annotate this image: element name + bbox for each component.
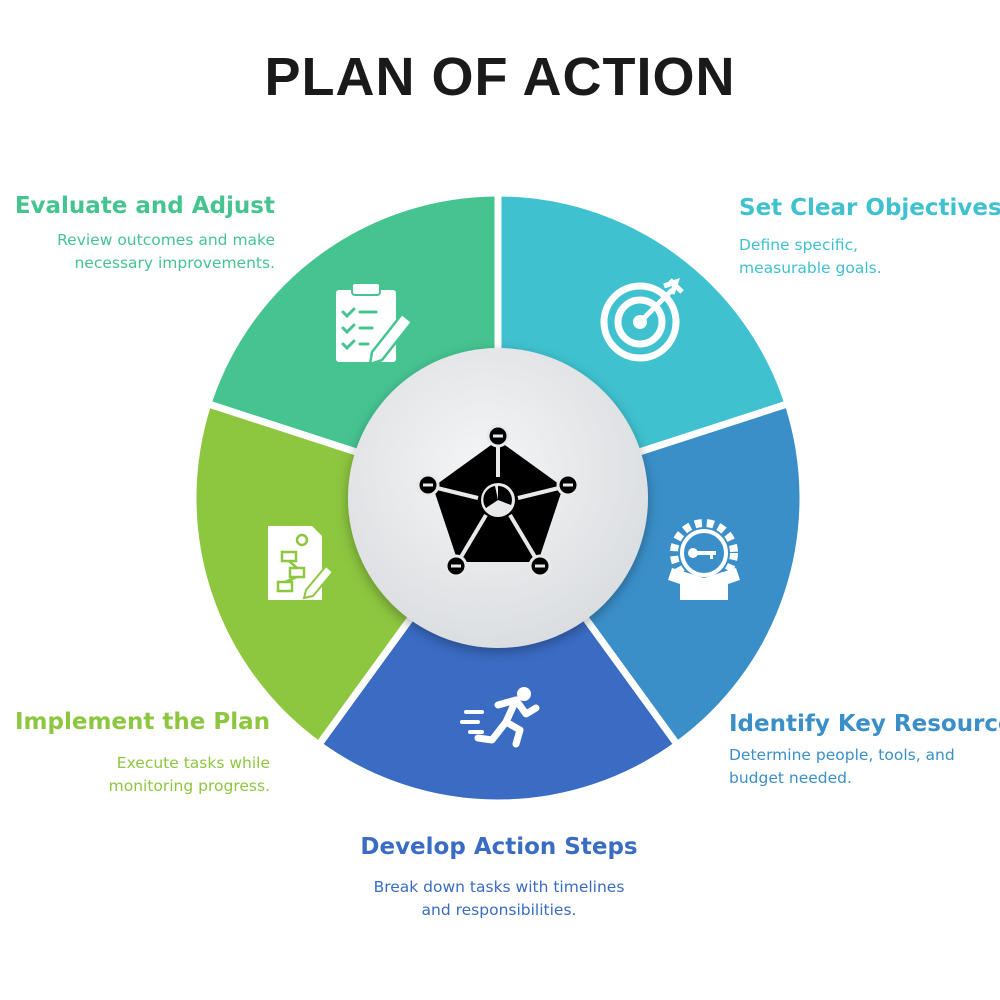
pentagon-network-icon [416,424,580,578]
step-desc: Execute tasks while [116,754,270,772]
step-desc: Define specific, [739,236,859,254]
page-title: PLAN OF ACTION [264,47,736,107]
step-resources: Identify Key Resources Determine people,… [729,711,1000,790]
step-desc: necessary improvements. [74,254,275,272]
step-title: Set Clear Objectives [739,195,1000,221]
running-person-icon [460,687,540,748]
step-desc: and responsibilities. [421,901,577,919]
step-implement: Implement the Plan Execute tasks while mo… [15,709,270,798]
step-desc: budget needed. [729,769,852,787]
target-icon [600,278,684,362]
step-desc: Determine people, tools, and [729,746,955,764]
step-title: Evaluate and Adjust [14,193,275,219]
step-desc: Break down tasks with timelines [373,878,625,896]
step-develop: Develop Action Steps Break down tasks wi… [300,834,698,922]
step-desc: monitoring progress. [108,777,270,795]
clipboard-checklist-icon [336,282,414,366]
step-desc: Review outcomes and make [57,231,275,249]
step-evaluate: Evaluate and Adjust Review outcomes and … [15,193,275,275]
step-title: Develop Action Steps [360,834,638,860]
gear-box-key-icon [668,519,740,600]
step-objectives: Set Clear Objectives Define specific, mea… [739,195,1000,280]
flowchart-document-icon [268,526,335,600]
step-desc: measurable goals. [739,259,882,277]
step-title: Identify Key Resources [729,711,1000,737]
step-title: Implement the Plan [14,709,270,735]
